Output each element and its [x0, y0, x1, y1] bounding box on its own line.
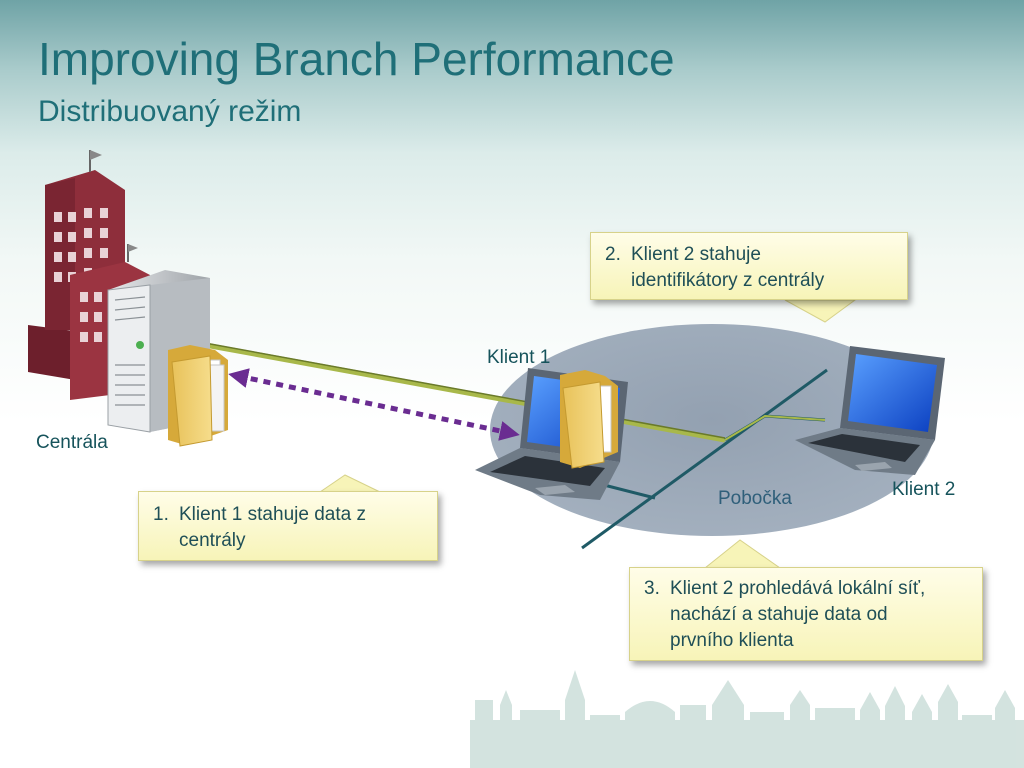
client2-label: Klient 2	[892, 479, 956, 500]
callout-number: 3.	[644, 578, 660, 599]
callout-number: 2.	[605, 244, 621, 265]
callout-step-2: 2. Klient 2 stahuje identifikátory z cen…	[590, 232, 908, 300]
folder-icon	[168, 345, 228, 447]
slide-subtitle: Distribuovaný režim	[38, 95, 302, 128]
callout-number: 1.	[153, 504, 169, 525]
callout-line: centrály	[179, 530, 246, 551]
hq-label: Centrála	[36, 432, 108, 453]
callout-step-3: 3. Klient 2 prohledává lokální síť, nach…	[629, 567, 983, 661]
callout-pointer	[784, 299, 857, 323]
city-skyline-icon	[470, 670, 1024, 768]
callout-line: nachází a stahuje data od	[670, 604, 888, 625]
folder-icon	[560, 370, 618, 469]
data-transfer-arrow	[228, 368, 520, 441]
callout-pointer	[703, 539, 782, 569]
callout-line: identifikátory z centrály	[631, 270, 825, 291]
callout-line: Klient 2 prohledává lokální síť,	[670, 578, 926, 599]
callout-line: Klient 2 stahuje	[631, 244, 761, 265]
callout-pointer	[318, 474, 381, 493]
slide-title: Improving Branch Performance	[38, 33, 675, 85]
callout-line: Klient 1 stahuje data z	[179, 504, 366, 525]
laptop-icon	[795, 346, 945, 475]
client1-label: Klient 1	[487, 347, 551, 368]
callout-step-1: 1. Klient 1 stahuje data z centrály	[138, 491, 438, 561]
branch-label: Pobočka	[718, 488, 792, 509]
callout-line: prvního klienta	[670, 630, 794, 651]
